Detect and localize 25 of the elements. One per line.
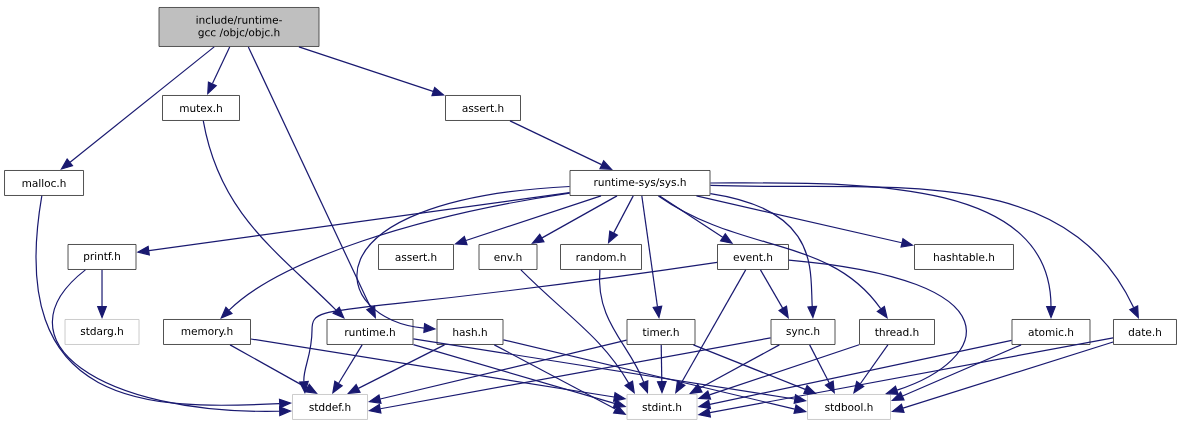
header-box: mutex.h — [162, 95, 240, 121]
header-box: printf.h — [67, 244, 137, 270]
header-box: env.h — [478, 244, 538, 270]
header-box: hash.h — [436, 319, 504, 345]
header-box: thread.h — [859, 319, 935, 345]
header-box: atomic.h — [1011, 319, 1091, 345]
header-box: assert.h — [445, 95, 521, 121]
system-header-box: stddef.h — [292, 394, 368, 420]
file-box: include/runtime-gcc /objc/objc.h — [158, 7, 320, 47]
system-header-box: stdint.h — [626, 394, 698, 420]
header-box: event.h — [717, 244, 789, 270]
header-box: runtime.h — [326, 319, 414, 345]
header-box: hashtable.h — [914, 244, 1014, 270]
header-box: runtime-sys/sys.h — [569, 170, 711, 196]
header-box: timer.h — [626, 319, 696, 345]
system-header-box: stdbool.h — [807, 394, 891, 420]
header-box: assert.h — [378, 244, 454, 270]
header-box: memory.h — [163, 319, 251, 345]
arrow — [788, 259, 967, 395]
header-box: sync.h — [770, 319, 836, 345]
system-header-box: stdarg.h — [64, 319, 140, 345]
header-box: malloc.h — [4, 170, 84, 196]
header-box: random.h — [560, 244, 642, 270]
header-box: date.h — [1113, 319, 1177, 345]
arrow — [692, 344, 817, 395]
